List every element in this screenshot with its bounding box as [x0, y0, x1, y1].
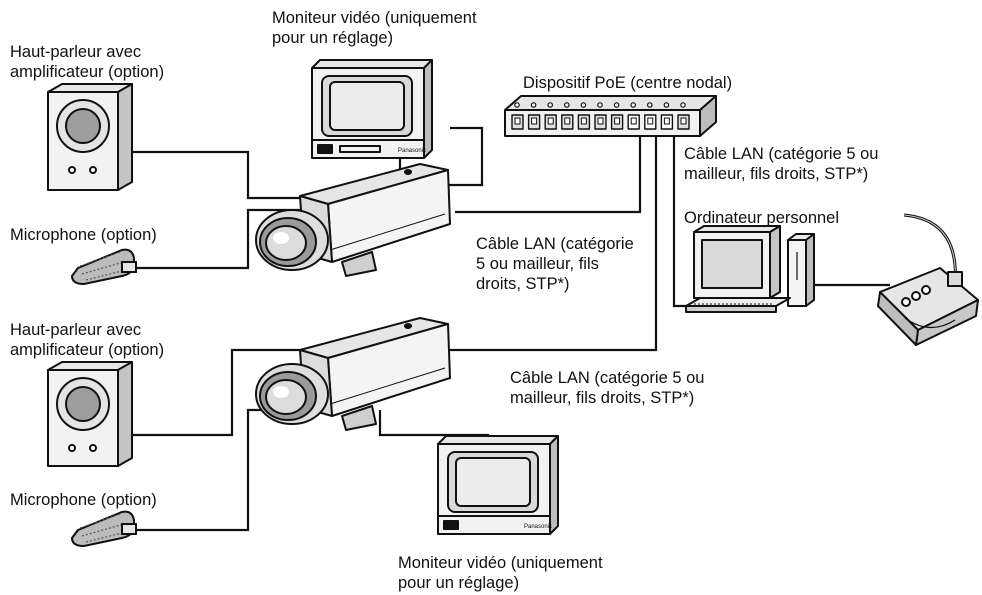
hub-port-led	[680, 102, 686, 108]
desk-microphone-console	[877, 213, 979, 346]
poe-hub	[504, 95, 717, 137]
label-lan-cable-top-right: Câble LAN (catégorie 5 ou mailleur, fils…	[684, 145, 879, 183]
cables	[132, 126, 890, 532]
hub-ports	[511, 102, 690, 130]
label-speaker-top: Haut-parleur avec amplificateur (option)	[10, 43, 165, 81]
hub-port-socket	[614, 117, 621, 125]
monitor-bottom-brand: Panasonic	[524, 524, 552, 530]
cable-speaker-top	[132, 150, 320, 200]
monitor-top-brand: Panasonic	[398, 148, 426, 154]
personal-computer	[685, 225, 815, 313]
hub-port-led	[630, 102, 637, 108]
hub-port-led	[663, 102, 670, 108]
hub-port-socket	[564, 117, 571, 125]
hub-port-led	[580, 102, 587, 108]
label-microphone-bottom: Microphone (option)	[10, 491, 157, 509]
cable-hub-pc	[672, 135, 690, 308]
label-lan-cable-bottom: Câble LAN (catégorie 5 ou mailleur, fils…	[510, 369, 705, 407]
hub-port-socket	[597, 117, 604, 125]
cable-mic-bottom	[135, 408, 318, 532]
cable-camera1-lan	[455, 135, 642, 214]
hub-port-led	[563, 102, 570, 108]
video-monitor-bottom: Panasonic	[437, 435, 559, 535]
hub-port-led	[597, 102, 603, 108]
microphone-bottom	[70, 510, 137, 548]
label-video-monitor-bottom: Moniteur vidéo (uniquement pour un régla…	[398, 554, 603, 592]
microphone-top	[70, 248, 137, 286]
hub-port-socket	[630, 117, 637, 125]
cable-speaker-bottom	[132, 348, 320, 437]
hub-port-led	[530, 102, 537, 108]
label-speaker-bottom: Haut-parleur avec amplificateur (option)	[10, 321, 165, 359]
label-personal-computer: Ordinateur personnel	[684, 209, 840, 227]
label-poe-hub: Dispositif PoE (centre nodal)	[523, 74, 733, 92]
hub-port-socket	[514, 117, 521, 125]
network-camera-2	[255, 317, 451, 431]
speaker-bottom	[47, 361, 133, 467]
speaker-top	[47, 83, 133, 191]
hub-port-led	[646, 102, 653, 108]
hub-port-socket	[647, 117, 654, 125]
hub-port-led	[613, 102, 620, 108]
hub-port-led	[547, 102, 554, 108]
label-lan-cable-middle: Câble LAN (catégorie 5 ou mailleur, fils…	[476, 235, 634, 293]
hub-port-led	[514, 102, 520, 108]
hub-port-socket	[531, 117, 538, 125]
video-monitor-top: Panasonic	[311, 59, 433, 159]
cable-camera2-lan	[448, 135, 658, 352]
hub-port-socket	[680, 117, 687, 125]
network-camera-1	[255, 163, 451, 277]
label-microphone-top: Microphone (option)	[10, 226, 157, 244]
hub-port-socket	[663, 117, 670, 125]
hub-port-socket	[547, 117, 554, 125]
hub-port-socket	[580, 117, 587, 125]
label-video-monitor-top: Moniteur vidéo (uniquement pour un régla…	[272, 9, 477, 47]
